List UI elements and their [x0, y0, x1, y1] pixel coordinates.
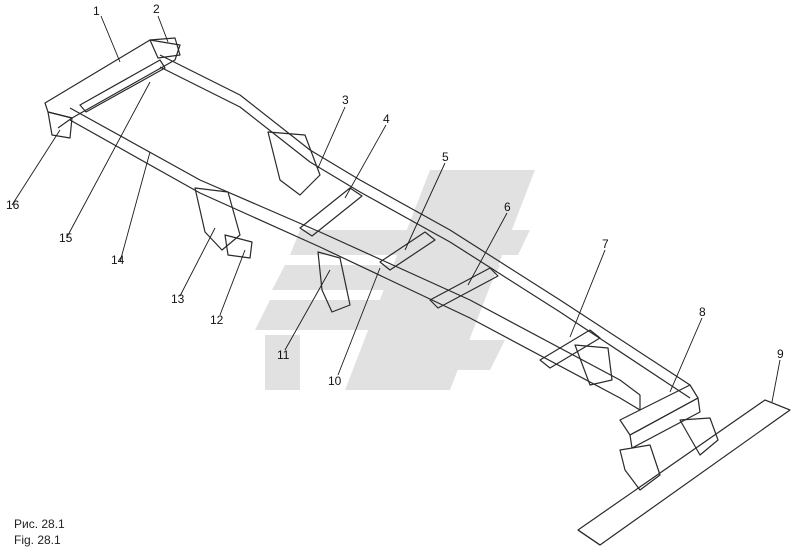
right-side-rail-bottom	[159, 66, 691, 399]
callout-4: 4	[383, 112, 390, 126]
callout-16: 16	[6, 198, 20, 212]
rear-bumper	[577, 399, 791, 546]
callout-12: 12	[210, 313, 224, 327]
rear-hanger-right	[679, 417, 719, 456]
bracket-11	[317, 251, 351, 313]
callout-10: 10	[328, 374, 342, 388]
leader-lines	[11, 15, 781, 403]
crossmember-7	[539, 329, 601, 369]
crossmember-6	[429, 267, 499, 309]
frame-lines	[44, 37, 791, 546]
callout-5: 5	[442, 150, 449, 164]
callout-1: 1	[93, 4, 100, 18]
callout-15: 15	[59, 231, 73, 245]
callout-14: 14	[111, 253, 125, 267]
figure-caption-en: Fig. 28.1	[14, 533, 61, 547]
crossmember-5	[379, 231, 436, 271]
spring-bracket-3	[267, 131, 321, 196]
front-crossmember	[44, 39, 181, 119]
crossmember-15	[79, 59, 166, 113]
rear-hanger-left	[619, 444, 661, 491]
right-side-rail-top	[159, 54, 691, 386]
callout-2: 2	[153, 2, 160, 16]
front-bracket-left	[47, 111, 73, 139]
callout-6: 6	[504, 200, 511, 214]
figure-caption-ru: Рис. 28.1	[14, 517, 65, 531]
left-side-rail-bottom	[69, 119, 641, 411]
spring-bracket-13	[194, 187, 241, 251]
callout-7: 7	[602, 237, 609, 251]
bracket-12	[224, 234, 253, 259]
callout-9: 9	[777, 347, 784, 361]
bracket-7-support	[574, 344, 613, 386]
watermark-logo	[255, 170, 535, 390]
callout-3: 3	[342, 93, 349, 107]
rear-crossmember	[619, 384, 699, 436]
callout-11: 11	[277, 348, 290, 362]
callout-8: 8	[699, 305, 706, 319]
crossmember-4	[299, 187, 363, 237]
callout-13: 13	[171, 292, 185, 306]
